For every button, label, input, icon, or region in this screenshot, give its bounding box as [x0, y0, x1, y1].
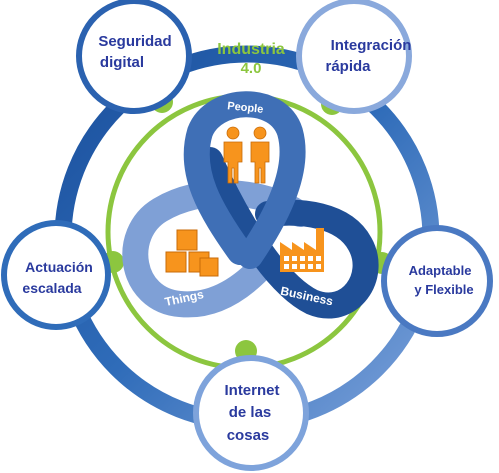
- factory-icon: [280, 228, 324, 272]
- node-actuacion-escalada: Actuación escalada: [1, 220, 111, 330]
- loop-business: [197, 147, 379, 319]
- node-label: digital: [100, 54, 144, 71]
- node-integracion-rapida: Integración rápida: [296, 0, 412, 114]
- node-label: de las: [229, 404, 272, 421]
- center-title-line2: 4.0: [241, 60, 262, 77]
- loop-label-people: People: [227, 100, 264, 116]
- node-label: Internet: [224, 382, 279, 399]
- node-internet-de-las-cosas: Internet de las cosas: [193, 355, 309, 471]
- node-label: Integración: [331, 37, 412, 54]
- node-label: Adaptable: [409, 263, 472, 278]
- trefoil-knot: [122, 91, 379, 319]
- node-label: rápida: [325, 58, 371, 75]
- node-label: y Flexible: [414, 282, 473, 297]
- node-label: Actuación: [25, 259, 93, 275]
- node-label: Seguridad: [98, 33, 171, 50]
- node-seguridad-digital: Seguridad digital: [76, 0, 192, 114]
- node-adaptable-flexible: Adaptable y Flexible: [381, 225, 493, 337]
- loop-people: [183, 91, 306, 269]
- people-icon: [223, 126, 270, 184]
- boxes-icon: [165, 229, 219, 277]
- center-title-line1: Industria: [217, 41, 285, 58]
- node-label: cosas: [227, 427, 270, 444]
- node-label: escalada: [22, 280, 81, 296]
